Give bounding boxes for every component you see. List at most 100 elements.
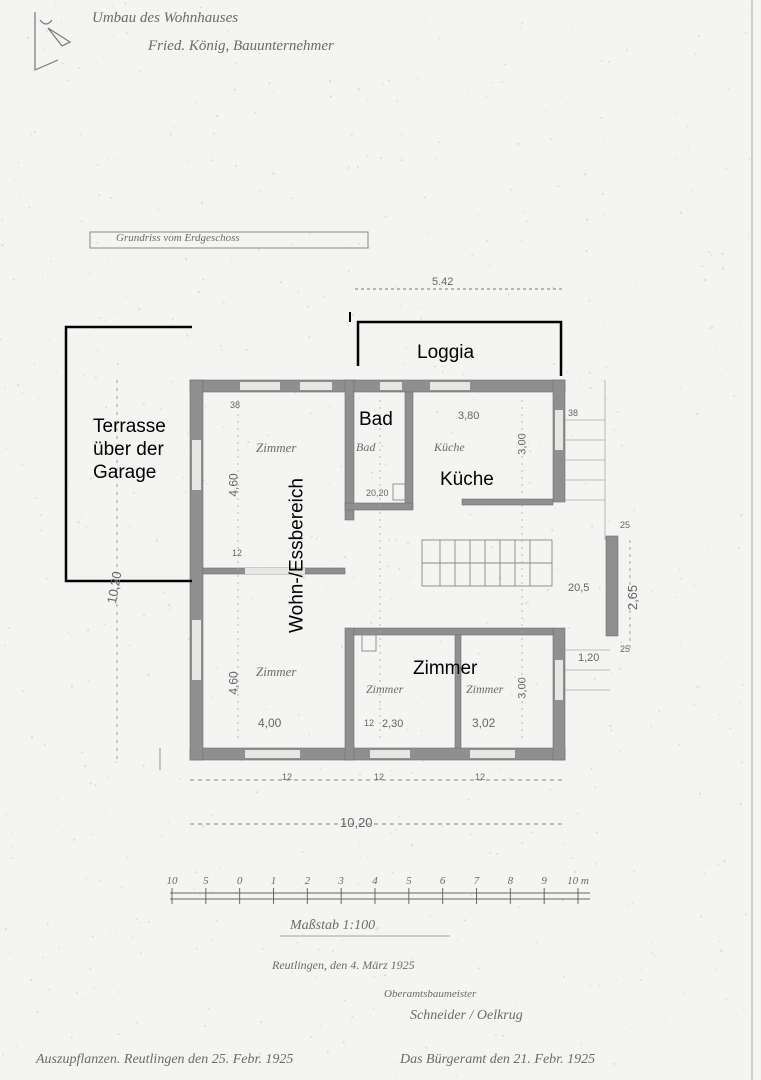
wall-bath-kitchen [404,391,414,508]
header-line-2: Fried. König, Bauunternehmer [148,38,334,54]
paper-speckle [680,387,682,389]
paper-speckle [521,842,524,845]
dim-wall-9: 25 [620,644,631,654]
paper-speckle [86,628,90,632]
paper-speckle [722,267,725,270]
paper-speckle [748,14,750,16]
paper-speckle [94,784,97,787]
paper-speckle [395,539,398,542]
paper-speckle [685,125,688,128]
paper-speckle [181,178,183,180]
paper-speckle [144,444,146,446]
paper-speckle [11,846,14,849]
paper-speckle [357,88,360,91]
paper-speckle [686,208,688,210]
paper-speckle [378,860,380,862]
paper-speckle [308,733,311,735]
paper-speckle [64,226,66,228]
paper-speckle [27,37,30,40]
paper-speckle [536,683,538,686]
paper-speckle [31,1005,33,1007]
paper-speckle [273,894,276,896]
paper-speckle [4,928,7,931]
paper-speckle [259,1052,262,1055]
paper-speckle [463,48,465,50]
paper-speckle [717,863,720,866]
paper-speckle [99,317,102,320]
paper-speckle [742,709,744,711]
paper-speckle [167,982,168,983]
paper-speckle [124,2,127,5]
paper-speckle [628,270,630,272]
paper-speckle [258,52,261,55]
paper-speckle [184,450,186,452]
paper-speckle [142,614,146,617]
paper-speckle [381,11,384,14]
paper-speckle [340,645,344,648]
paper-speckle [520,239,522,242]
paper-speckle [615,979,618,981]
paper-speckle [675,596,677,599]
room-label: Zimmer [413,658,478,679]
paper-speckle [73,838,76,841]
paper-speckle [40,529,43,532]
paper-speckle [118,16,121,19]
paper-speckle [220,349,223,352]
paper-speckle [196,947,198,950]
paper-speckle [350,133,353,136]
paper-speckle [530,831,533,834]
paper-speckle [102,521,105,523]
paper-speckle [441,72,443,75]
paper-speckle [219,344,222,347]
paper-speckle [352,576,355,579]
paper-speckle [367,418,369,420]
paper-speckle [618,54,620,56]
paper-speckle [545,110,547,113]
paper-speckle [14,179,16,182]
paper-speckle [373,976,376,979]
paper-speckle [160,423,163,426]
paper-speckle [182,54,184,56]
paper-speckle [413,657,415,659]
paper-speckle [708,864,711,866]
paper-speckle [551,529,554,532]
paper-speckle [738,701,740,704]
paper-speckle [325,588,328,590]
paper-speckle [367,604,369,605]
paper-speckle [688,103,690,105]
paper-speckle [204,1025,207,1028]
paper-speckle [296,941,299,944]
paper-speckle [329,80,332,83]
paper-speckle [24,596,26,598]
paper-speckle [52,238,54,240]
paper-speckle [651,705,652,706]
paper-speckle [38,949,40,951]
paper-speckle [554,285,556,287]
paper-speckle [78,67,81,70]
paper-speckle [16,895,18,897]
paper-speckle [351,1015,354,1018]
dim-top: 5.42 [432,276,454,288]
paper-speckle [297,291,300,293]
paper-speckle [31,349,33,352]
paper-speckle [157,208,160,211]
paper-speckle [142,337,143,339]
paper-speckle [314,976,317,979]
paper-speckle [395,1076,397,1078]
dim-room-depth: 3,00 [516,677,529,699]
paper-speckle [618,1061,619,1062]
paper-speckle [110,387,113,389]
paper-speckle [467,798,470,801]
paper-speckle [140,951,143,954]
paper-speckle [735,497,737,499]
paper-speckle [423,196,426,199]
paper-speckle [296,906,298,907]
paper-speckle [118,991,121,993]
paper-speckle [104,319,107,322]
scale-tick-label: 1 [271,875,277,887]
paper-speckle [477,967,480,970]
paper-speckle [17,348,19,350]
paper-speckle [571,434,574,436]
paper-speckle [245,349,248,352]
